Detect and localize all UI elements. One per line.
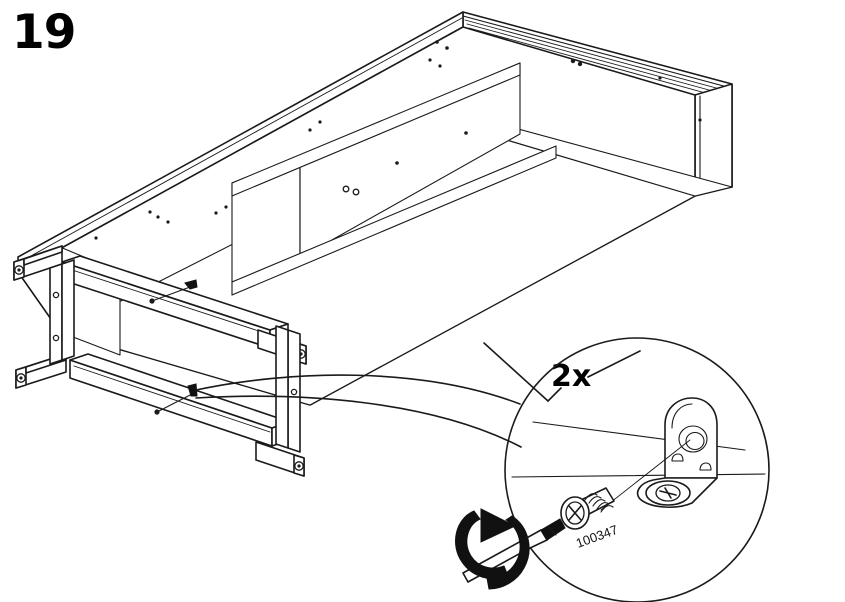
detail-magnifier: 100347 (455, 337, 770, 602)
rotation-arrow-body-left (455, 510, 509, 580)
far-panel-edge-3 (466, 23, 732, 97)
angle-bracket-marker-upper (184, 279, 198, 290)
bracket-marker-lower (154, 383, 198, 415)
bracket-tab-left (671, 453, 684, 462)
installed-screw-slot-b (664, 487, 672, 499)
screwdriver-tip-detail (547, 525, 557, 536)
left-leg-post-hole-1 (52, 291, 60, 299)
bracket-hole-inner (685, 431, 705, 451)
rotation-arrow-head (480, 508, 517, 543)
left-leg-post-front (49, 263, 63, 365)
interior-lower-support (231, 145, 557, 296)
left-leg-top-foot-top (23, 245, 63, 266)
leader-curve-upper (195, 374, 521, 405)
screw-thread-5 (600, 505, 614, 513)
angle-bracket (636, 397, 718, 508)
leg-frame-assembly (13, 245, 307, 477)
angle-bracket-marker-lower (187, 383, 198, 397)
left-leg-top-foot-hole-center (17, 268, 21, 272)
rotation-arrow-body-right (486, 515, 530, 590)
left-leg-post-hole-2 (52, 334, 60, 342)
screwdriver-tip (540, 518, 566, 541)
quantity-leader-right (587, 350, 641, 378)
screw-thread-3 (592, 499, 606, 507)
quantity-leader-left (483, 342, 549, 402)
bracket-leader-upper (151, 286, 191, 302)
bracket-flange-inner-edge (671, 403, 693, 429)
screw-thread-1 (584, 493, 598, 501)
left-leg-bottom-foot-hole-center (19, 376, 23, 380)
screw-thread-4 (596, 502, 610, 510)
right-leg-post-hole-1 (290, 388, 298, 396)
quantity-callout: 2x (483, 342, 641, 402)
panel-hole-marks (94, 40, 702, 240)
interior-slat-support (231, 62, 521, 197)
detail-circle-outline (504, 337, 770, 602)
leader-curve-lower (195, 395, 522, 448)
leader-lines-to-detail (195, 374, 522, 448)
far-panel-edge-2 (464, 19, 732, 93)
screw-part: 100347 (560, 487, 620, 551)
left-leg-post-side (61, 259, 75, 361)
far-panel-edge-1 (462, 15, 732, 89)
quantity-leader-kink (547, 387, 562, 402)
upper-rail-highlight (65, 267, 269, 335)
screw-thread-2 (588, 496, 602, 504)
screw-alignment-line (600, 439, 691, 511)
bracket-leader-lower-dot (154, 409, 160, 415)
rotation-arrow (455, 508, 530, 590)
detail-surface-line-lower (511, 473, 766, 478)
lower-rail-highlight (73, 365, 271, 433)
bracket-marker-upper (149, 279, 198, 304)
step-number: 19 (12, 5, 75, 60)
main-unit-bed-frame-box (17, 11, 733, 406)
bracket-tab-right (699, 462, 712, 471)
right-leg-post-side (275, 325, 289, 449)
near-side-rail-line-1 (19, 17, 463, 263)
bracket-leader-lower (156, 391, 197, 413)
bracket-installed-screw (645, 480, 691, 506)
screw-cross-b (568, 505, 582, 521)
far-panel-edge-4 (468, 27, 732, 101)
bracket-leader-upper-dot (149, 298, 155, 304)
right-leg-bottom-foot-hole-center (297, 464, 301, 468)
